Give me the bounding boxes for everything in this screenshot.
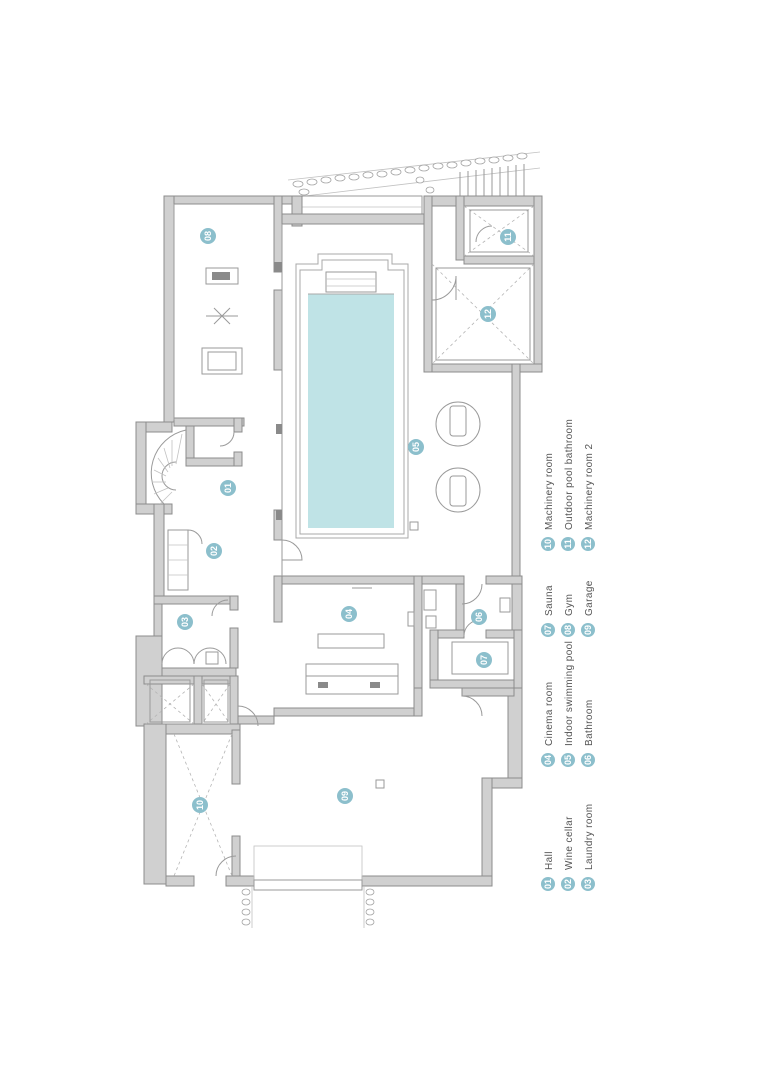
legend-label-03: Laundry room (584, 804, 595, 871)
badge-12: 12 (480, 306, 496, 322)
walls (135, 195, 543, 887)
badge-06: 06 (471, 609, 487, 625)
legend-label-02: Wine cellar (564, 816, 575, 870)
gym-equipment (201, 267, 243, 375)
legend-item-04: 04 Cinema room (541, 682, 555, 767)
badge-02: 02 (206, 543, 222, 559)
legend-num-09: 09 (583, 625, 593, 635)
legend-num-11: 11 (563, 539, 573, 549)
legend: 01 Hall 02 Wine cellar 03 Laundry room 0… (541, 419, 595, 891)
legend-label-06: Bathroom (584, 699, 595, 746)
legend-item-09: 09 Garage (581, 580, 595, 637)
legend-num-01: 01 (543, 879, 553, 889)
badge-08-num: 08 (203, 231, 213, 241)
legend-item-05: 05 Indoor swimming pool (561, 641, 575, 767)
legend-num-10: 10 (543, 539, 553, 549)
front-steps (241, 886, 375, 928)
badge-02-num: 02 (209, 546, 219, 556)
legend-label-08: Gym (564, 594, 575, 616)
badge-09-num: 09 (340, 791, 350, 801)
legend-item-06: 06 Bathroom (581, 699, 595, 767)
badge-11-num: 11 (503, 232, 513, 242)
badge-10-num: 10 (195, 800, 205, 810)
legend-label-10: Machinery room (544, 453, 555, 530)
legend-num-06: 06 (583, 755, 593, 765)
legend-item-07: 07 Sauna (541, 585, 555, 637)
legend-item-12: 12 Machinery room 2 (581, 444, 595, 551)
legend-label-11: Outdoor pool bathroom (564, 419, 575, 530)
legend-num-03: 03 (583, 879, 593, 889)
cinema-furniture (305, 633, 399, 695)
legend-num-02: 02 (563, 879, 573, 889)
legend-num-05: 05 (563, 755, 573, 765)
badge-06-num: 06 (474, 612, 484, 622)
badge-11: 11 (500, 229, 516, 245)
legend-label-12: Machinery room 2 (584, 444, 595, 530)
badge-12-num: 12 (483, 309, 493, 319)
legend-num-04: 04 (543, 755, 553, 765)
legend-label-07: Sauna (544, 585, 555, 616)
badge-03: 03 (177, 614, 193, 630)
badge-08: 08 (200, 228, 216, 244)
legend-label-09: Garage (584, 580, 595, 616)
legend-item-08: 08 Gym (561, 594, 575, 637)
plan-details (145, 204, 535, 891)
legend-item-01: 01 Hall (541, 851, 555, 891)
badge-09: 09 (337, 788, 353, 804)
legend-num-12: 12 (583, 539, 593, 549)
badge-01: 01 (220, 480, 236, 496)
legend-item-10: 10 Machinery room (541, 453, 555, 551)
badge-04: 04 (341, 606, 357, 622)
badge-04-num: 04 (344, 609, 354, 619)
legend-label-05: Indoor swimming pool (564, 641, 575, 746)
legend-label-01: Hall (544, 851, 555, 870)
badge-07-num: 07 (479, 655, 489, 665)
badge-05-num: 05 (411, 442, 421, 452)
legend-num-07: 07 (543, 625, 553, 635)
legend-num-08: 08 (563, 625, 573, 635)
legend-item-03: 03 Laundry room (581, 804, 595, 891)
badge-10: 10 (192, 797, 208, 813)
badge-01-num: 01 (223, 483, 233, 493)
legend-item-11: 11 Outdoor pool bathroom (561, 419, 575, 551)
legend-item-02: 02 Wine cellar (561, 816, 575, 891)
top-terrace (287, 151, 541, 219)
legend-label-04: Cinema room (544, 682, 555, 746)
room-badges: 01 02 03 04 05 06 07 08 (177, 228, 516, 813)
badge-07: 07 (476, 652, 492, 668)
indoor-pool (295, 253, 481, 539)
badge-03-num: 03 (180, 617, 190, 627)
badge-05: 05 (408, 439, 424, 455)
